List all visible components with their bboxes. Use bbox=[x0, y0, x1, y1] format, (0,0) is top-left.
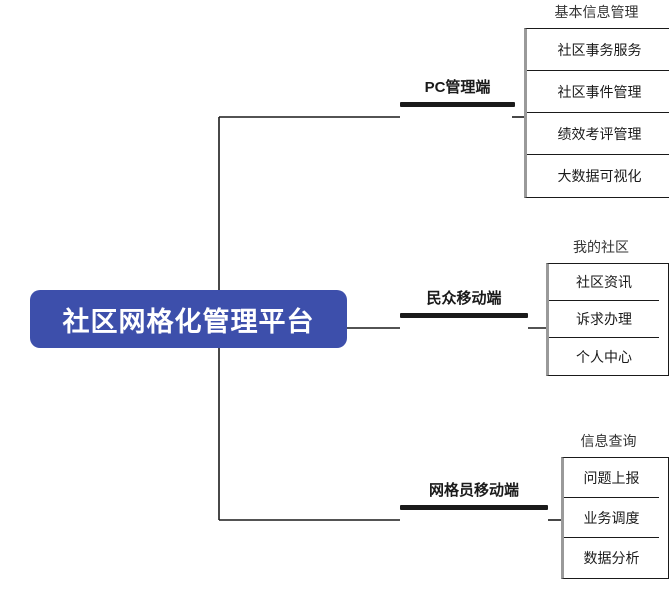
leaf-box-2: 社区资讯 诉求办理 个人中心 bbox=[546, 263, 669, 376]
root-node[interactable]: 社区网格化管理平台 bbox=[30, 290, 347, 348]
branch-label-2-text: 民众移动端 bbox=[426, 290, 502, 307]
list-item[interactable]: 业务调度 bbox=[564, 498, 659, 538]
leaf-box-1: 社区事务服务 社区事件管理 绩效考评管理 大数据可视化 bbox=[524, 28, 669, 198]
root-node-label: 社区网格化管理平台 bbox=[62, 306, 315, 337]
list-item[interactable]: 个人中心 bbox=[576, 348, 632, 365]
leaf-box-3: 问题上报 业务调度 数据分析 bbox=[561, 457, 669, 579]
leaf-head-1: 基本信息管理 bbox=[554, 4, 639, 20]
list-item[interactable]: 社区事件管理 bbox=[527, 71, 669, 113]
list-item[interactable]: 数据分析 bbox=[583, 550, 640, 566]
leaf-head-2: 我的社区 bbox=[573, 239, 629, 255]
leaf-group-2: 我的社区 社区资讯 诉求办理 个人中心 bbox=[546, 240, 669, 376]
list-item[interactable]: 诉求办理 bbox=[549, 301, 659, 338]
branch-rule-3 bbox=[400, 505, 548, 510]
branch-rule-2 bbox=[400, 313, 528, 318]
branch-label-1-text: PC管理端 bbox=[424, 79, 491, 96]
branch-label-1[interactable]: PC管理端 bbox=[400, 80, 515, 107]
leaf-group-3: 信息查询 问题上报 业务调度 数据分析 bbox=[561, 434, 669, 579]
leaf-group-1: 基本信息管理 社区事务服务 社区事件管理 绩效考评管理 大数据可视化 bbox=[524, 5, 669, 198]
list-item[interactable]: 绩效考评管理 bbox=[527, 113, 669, 155]
list-item[interactable]: 社区事务服务 bbox=[527, 29, 669, 71]
branch-label-3-text: 网格员移动端 bbox=[428, 482, 519, 499]
list-item[interactable]: 问题上报 bbox=[564, 458, 659, 498]
branch-label-2[interactable]: 民众移动端 bbox=[400, 291, 528, 318]
branch-rule-1 bbox=[400, 102, 515, 107]
leaf-head-3: 信息查询 bbox=[580, 433, 637, 449]
list-item[interactable]: 大数据可视化 bbox=[557, 168, 642, 184]
list-item[interactable]: 社区资讯 bbox=[549, 264, 659, 301]
branch-label-3[interactable]: 网格员移动端 bbox=[400, 483, 548, 510]
